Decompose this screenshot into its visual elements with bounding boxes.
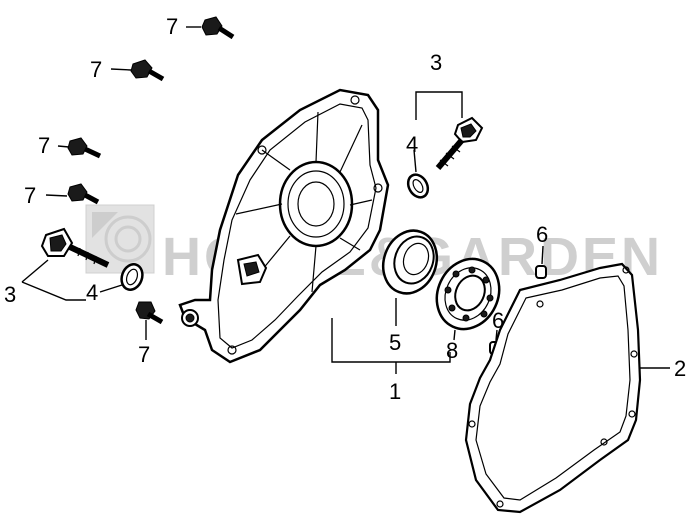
callout-washer-left: 4 bbox=[86, 280, 98, 305]
watermark-logo-icon bbox=[85, 204, 155, 274]
callout-dowel-pin-top: 6 bbox=[536, 222, 548, 247]
bolt-4 bbox=[45, 183, 100, 205]
callout-dowel-pin-bottom: 6 bbox=[492, 308, 504, 333]
callout-bearing: 8 bbox=[446, 338, 458, 363]
drain-plug-left bbox=[40, 227, 110, 268]
callout-oil-seal: 5 bbox=[389, 330, 401, 355]
crankcase-cover bbox=[178, 88, 390, 364]
washer-left bbox=[120, 263, 144, 291]
callout-drain-plug-right: 3 bbox=[430, 50, 442, 75]
callout-bolt-3: 7 bbox=[38, 133, 50, 158]
bolt-1 bbox=[186, 16, 235, 40]
callout-gasket: 2 bbox=[674, 356, 686, 381]
leader-left-plug bbox=[21, 259, 123, 301]
gasket bbox=[464, 262, 670, 514]
bearing bbox=[435, 257, 501, 331]
bolt-3 bbox=[57, 137, 102, 159]
oil-seal bbox=[381, 229, 439, 295]
callout-bolt-4: 7 bbox=[24, 183, 36, 208]
bolt-2 bbox=[110, 59, 165, 82]
callout-bolt-1: 7 bbox=[166, 14, 178, 39]
leader-cover-group bbox=[331, 298, 456, 374]
callout-drain-plug-left: 3 bbox=[4, 282, 16, 307]
callout-bolt-2: 7 bbox=[90, 57, 102, 82]
callout-crankcase-cover: 1 bbox=[389, 379, 401, 404]
bolt-5 bbox=[135, 301, 164, 340]
leader-right-plug bbox=[413, 91, 463, 173]
callout-washer-right: 4 bbox=[406, 132, 418, 157]
drain-plug-right bbox=[435, 116, 484, 170]
callout-bolt-5: 7 bbox=[138, 342, 150, 367]
dowel-pin-top bbox=[535, 245, 547, 279]
washer-right bbox=[406, 173, 430, 199]
